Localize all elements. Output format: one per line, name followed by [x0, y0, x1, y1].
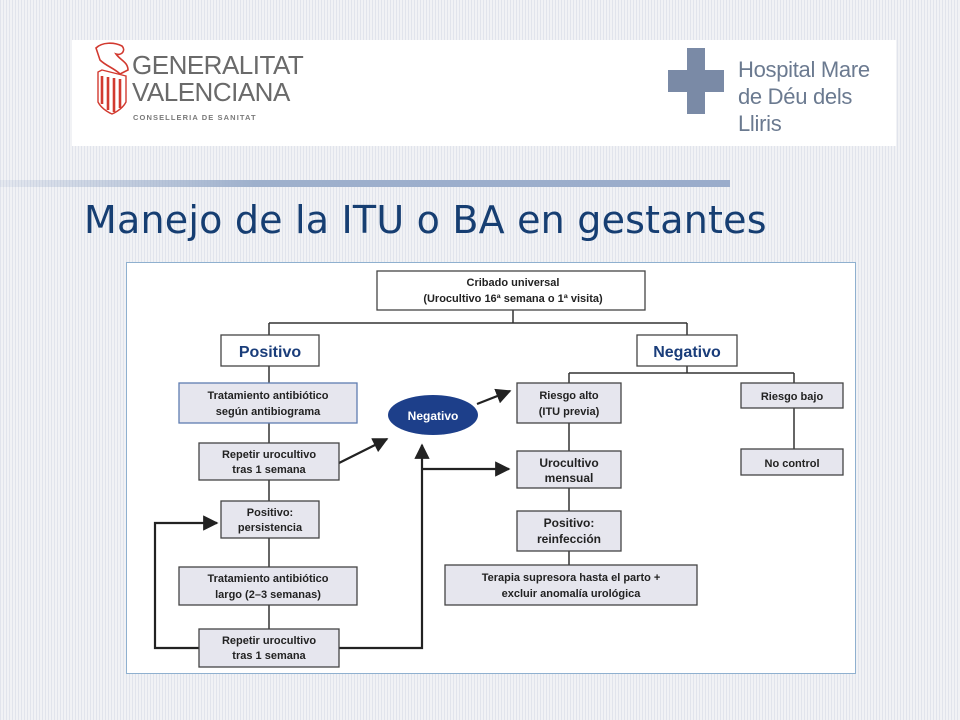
slide-title: Manejo de la ITU o BA en gestantes — [84, 198, 767, 242]
box-reinfeccion-line1: Positivo: — [544, 516, 595, 530]
box-positivo-label: Positivo — [239, 344, 301, 361]
conselleria-label: CONSELLERIA DE SANITAT — [133, 113, 257, 122]
box-cribado-universal-line2: (Urocultivo 16ª semana o 1ª visita) — [423, 293, 603, 305]
box-tratamiento-largo-line2: largo (2–3 semanas) — [215, 589, 321, 601]
generalitat-emblem-icon — [95, 42, 129, 115]
box-riesgo-alto-line2: (ITU previa) — [539, 406, 600, 418]
hospital-name: Hospital Mare de Déu dels Lliris — [738, 57, 870, 136]
box-negativo: Negativo — [636, 334, 738, 367]
box-persistencia-line1: Positivo: — [247, 507, 293, 519]
box-riesgo-alto-line1: Riesgo alto — [539, 390, 599, 402]
box-tratamiento-antibiotico: Tratamiento antibiótico según antibiogra… — [178, 382, 358, 424]
box-cribado-universal: Cribado universal (Urocultivo 16ª semana… — [376, 270, 646, 311]
connector-lines — [268, 310, 795, 629]
box-repetir-urocultivo-2: Repetir urocultivo tras 1 semana — [198, 628, 340, 668]
oval-negativo-label: Negativo — [408, 409, 459, 423]
box-repetir-2-line2: tras 1 semana — [232, 650, 306, 662]
box-urocultivo-mensual-line1: Urocultivo — [539, 456, 598, 470]
box-cribado-universal-line1: Cribado universal — [467, 277, 560, 289]
arrow-lines — [153, 388, 512, 650]
hospital-cross-icon — [668, 48, 724, 114]
flowchart: Cribado universal (Urocultivo 16ª semana… — [153, 270, 844, 668]
box-urocultivo-mensual-line2: mensual — [545, 471, 594, 485]
box-negativo-label: Negativo — [653, 344, 721, 361]
box-positivo: Positivo — [220, 334, 320, 367]
box-tratamiento-largo-line1: Tratamiento antibiótico — [207, 573, 328, 585]
box-urocultivo-mensual: Urocultivo mensual — [516, 450, 622, 489]
box-repetir-1-line1: Repetir urocultivo — [222, 449, 316, 461]
box-repetir-1-line2: tras 1 semana — [232, 464, 306, 476]
flowchart-frame: Cribado universal (Urocultivo 16ª semana… — [126, 262, 856, 674]
box-repetir-2-line1: Repetir urocultivo — [222, 635, 316, 647]
box-repetir-urocultivo-1: Repetir urocultivo tras 1 semana — [198, 442, 340, 481]
oval-negativo: Negativo — [388, 395, 478, 435]
header-band — [72, 40, 896, 146]
box-riesgo-alto: Riesgo alto (ITU previa) — [516, 382, 622, 424]
box-tratamiento-line1: Tratamiento antibiótico — [207, 390, 328, 402]
box-terapia-line1: Terapia supresora hasta el parto + — [482, 572, 661, 584]
box-positivo-reinfeccion: Positivo: reinfección — [516, 510, 622, 552]
title-rule — [0, 180, 730, 187]
box-riesgo-bajo-label: Riesgo bajo — [761, 391, 824, 403]
generalitat-wordmark: GENERALITAT VALENCIANA — [132, 50, 303, 107]
box-riesgo-bajo: Riesgo bajo — [740, 382, 844, 409]
box-no-control: No control — [740, 448, 844, 476]
box-no-control-label: No control — [765, 458, 820, 470]
box-persistencia-line2: persistencia — [238, 522, 303, 534]
box-positivo-persistencia: Positivo: persistencia — [220, 500, 320, 539]
box-terapia-line2: excluir anomalía urológica — [502, 588, 642, 600]
box-tratamiento-largo: Tratamiento antibiótico largo (2–3 seman… — [178, 566, 358, 606]
box-reinfeccion-line2: reinfección — [537, 532, 601, 546]
box-terapia-supresora: Terapia supresora hasta el parto + exclu… — [444, 564, 698, 606]
box-tratamiento-line2: según antibiograma — [216, 406, 321, 418]
